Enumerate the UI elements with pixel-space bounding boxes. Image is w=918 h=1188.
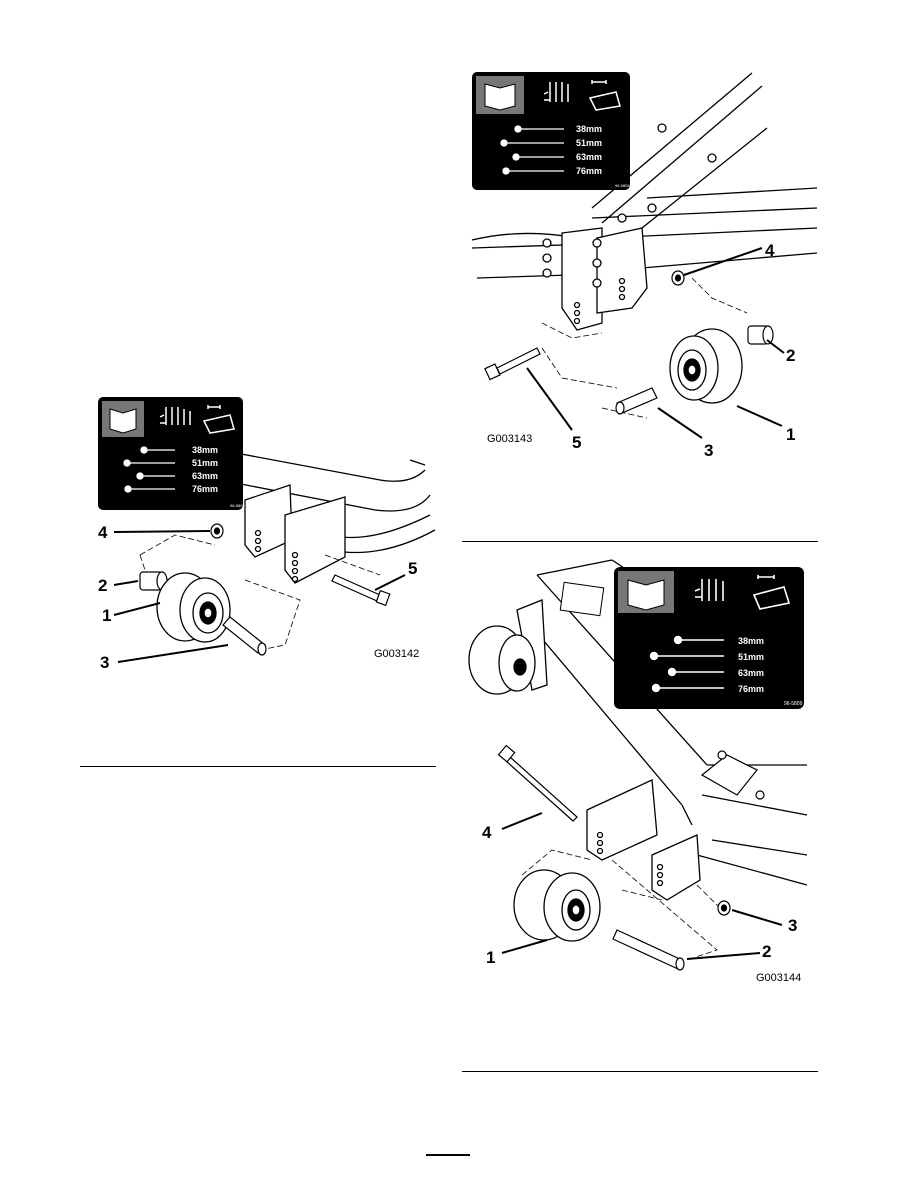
- callout-1: 1: [102, 606, 111, 625]
- callout-3: 3: [704, 441, 713, 460]
- height-38: 38mm: [738, 636, 764, 646]
- axle-tube: [222, 616, 267, 656]
- caster-wheel: [513, 869, 601, 942]
- wrench-adjust-icon: [588, 80, 621, 111]
- callout-5: 5: [572, 433, 581, 452]
- bolt: [331, 574, 391, 607]
- grass-height-icon: [159, 407, 191, 425]
- grass-height-icon: [694, 579, 724, 601]
- height-76: 76mm: [738, 684, 764, 694]
- callout-5: 5: [408, 559, 417, 578]
- divider: [462, 1071, 818, 1072]
- callout-2: 2: [762, 942, 771, 961]
- bolt: [497, 744, 578, 822]
- height-63: 63mm: [738, 668, 764, 678]
- mount-bracket: [542, 123, 717, 331]
- callout-1: 1: [486, 948, 495, 967]
- callout-1: 1: [786, 425, 795, 444]
- figure-id: G003142: [374, 648, 419, 660]
- cover-plate: [700, 750, 765, 800]
- divider: [80, 766, 436, 767]
- height-63: 63mm: [192, 471, 218, 481]
- height-76: 76mm: [576, 166, 602, 176]
- spacer: [139, 571, 168, 591]
- callout-3: 3: [788, 916, 797, 935]
- callout-3: 3: [100, 653, 109, 672]
- height-38: 38mm: [576, 124, 602, 134]
- axle-tube: [612, 929, 685, 971]
- figure-g003142: 1 2 3 4 5 G003142 38mm 51mm 63mm 76mm 96…: [98, 397, 436, 672]
- callout-4: 4: [98, 523, 108, 542]
- callout-2: 2: [786, 346, 795, 365]
- figure-id: G003143: [487, 433, 532, 445]
- height-decal: 38mm 51mm 63mm 76mm 96-5809: [472, 72, 630, 190]
- height-38: 38mm: [192, 445, 218, 455]
- spacer: [747, 325, 774, 345]
- caster-wheel: [156, 572, 231, 643]
- figure-g003144: 1 2 3 4 G003144 38mm 51mm 63mm 76mm 96-5…: [468, 559, 808, 984]
- callout-2: 2: [98, 576, 107, 595]
- decal-code: 96-5809: [230, 503, 245, 508]
- locknut: [717, 900, 731, 916]
- mount-bracket: [244, 484, 346, 584]
- figure-id: G003144: [756, 972, 801, 984]
- grass-height-icon: [543, 82, 569, 102]
- wrench-adjust-icon: [202, 405, 235, 434]
- decal-code: 96-5809: [615, 183, 630, 188]
- caster-wheel: [669, 328, 743, 404]
- height-decal: 38mm 51mm 63mm 76mm 96-5809: [614, 567, 804, 709]
- height-51: 51mm: [738, 652, 764, 662]
- height-decal: 38mm 51mm 63mm 76mm 96-5809: [98, 397, 245, 510]
- axle-tube: [615, 387, 658, 415]
- locknut: [671, 270, 685, 286]
- bolt: [484, 347, 541, 381]
- height-51: 51mm: [576, 138, 602, 148]
- figure-g003143: 1 2 3 4 5 G003143 38mm 51mm 63mm 76mm 96…: [471, 72, 818, 460]
- locknut: [210, 523, 224, 539]
- wrench-adjust-icon: [752, 575, 791, 610]
- page-footer-rule: [426, 1154, 470, 1156]
- mount-bracket: [586, 779, 701, 901]
- height-63: 63mm: [576, 152, 602, 162]
- callout-4: 4: [765, 241, 775, 260]
- mounted-caster-wheel: [468, 599, 548, 695]
- height-76: 76mm: [192, 484, 218, 494]
- callout-4: 4: [482, 823, 492, 842]
- divider: [462, 541, 818, 542]
- decal-code: 96-5809: [784, 701, 803, 707]
- height-51: 51mm: [192, 458, 218, 468]
